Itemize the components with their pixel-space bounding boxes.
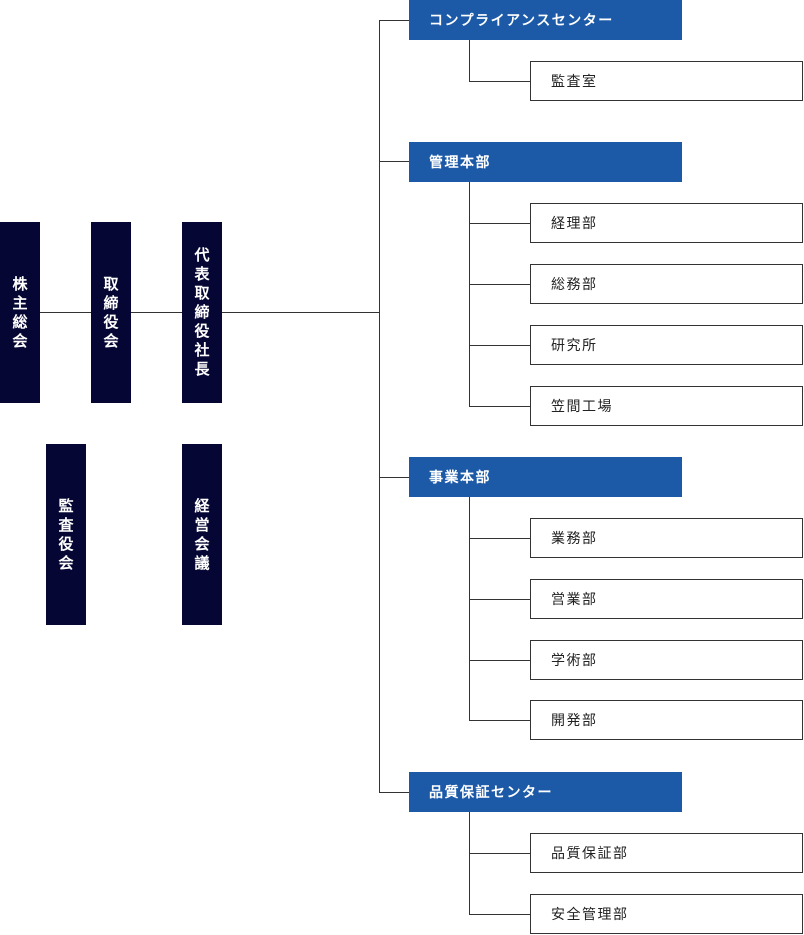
connector-president-trunk <box>222 312 379 313</box>
branch-dept-2 <box>469 182 470 407</box>
box-label: 監査役会 <box>58 496 74 572</box>
connector-board-president <box>131 312 182 313</box>
sub-dept-research-lab: 研究所 <box>530 325 803 365</box>
connector-sub <box>469 599 530 600</box>
main-trunk <box>379 20 380 793</box>
box-label: 株主総会 <box>12 274 28 350</box>
connector-sub <box>469 345 530 346</box>
box-label: 取締役会 <box>103 274 119 350</box>
sub-dept-accounting: 経理部 <box>530 203 803 243</box>
president-box: 代表取締役社長 <box>182 222 222 403</box>
sub-dept-quality-assurance: 品質保証部 <box>530 833 803 873</box>
sub-dept-sales: 営業部 <box>530 579 803 619</box>
board-of-directors-box: 取締役会 <box>91 222 131 403</box>
connector-sub <box>469 81 530 82</box>
branch-dept-3 <box>469 497 470 721</box>
audit-board-box: 監査役会 <box>46 444 86 625</box>
management-council-box: 経営会議 <box>182 444 222 625</box>
connector-shareholders-board <box>40 312 91 313</box>
dept-header-administration: 管理本部 <box>409 142 682 182</box>
connector-sub <box>469 538 530 539</box>
dept-header-business: 事業本部 <box>409 457 682 497</box>
sub-dept-safety-management: 安全管理部 <box>530 894 803 934</box>
sub-dept-kasama-factory: 笠間工場 <box>530 386 803 426</box>
shareholders-meeting-box: 株主総会 <box>0 222 40 403</box>
connector-sub <box>469 406 530 407</box>
sub-dept-audit-office: 監査室 <box>530 61 803 101</box>
box-label: 代表取締役社長 <box>194 246 210 378</box>
dept-header-quality: 品質保証センター <box>409 772 682 812</box>
connector-sub <box>469 660 530 661</box>
connector-sub <box>469 853 530 854</box>
branch-dept-4 <box>469 812 470 915</box>
box-label: 経営会議 <box>194 496 210 572</box>
sub-dept-operations: 業務部 <box>530 518 803 558</box>
connector-sub <box>469 720 530 721</box>
branch-dept-1 <box>469 40 470 81</box>
connector-sub <box>469 223 530 224</box>
dept-header-compliance: コンプライアンスセンター <box>409 0 682 40</box>
connector-sub <box>469 914 530 915</box>
sub-dept-academic: 学術部 <box>530 640 803 680</box>
connector-trunk-dept-1 <box>379 20 409 21</box>
connector-trunk-dept-2 <box>379 161 409 162</box>
connector-trunk-dept-3 <box>379 477 409 478</box>
connector-trunk-dept-4 <box>379 792 409 793</box>
sub-dept-general-affairs: 総務部 <box>530 264 803 304</box>
sub-dept-development: 開発部 <box>530 700 803 740</box>
connector-sub <box>469 284 530 285</box>
